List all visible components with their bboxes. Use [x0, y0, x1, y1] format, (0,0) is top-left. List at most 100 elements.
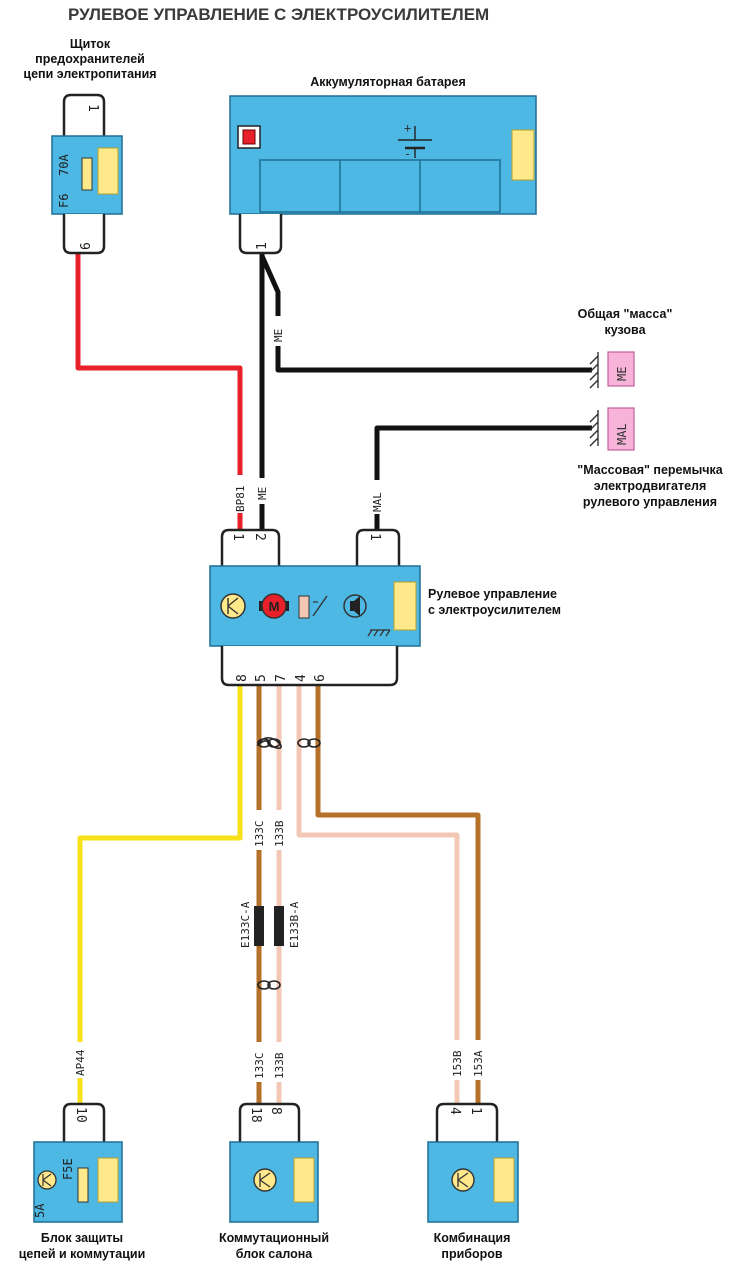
eps-pin-bottom-7: 7 [274, 674, 289, 682]
fuse-panel-pin-6: 6 [79, 242, 94, 250]
svg-text:MAL: MAL [371, 492, 384, 512]
cluster-pin-4: 4 [447, 1107, 462, 1115]
fuse-f6-rating: 70A [57, 154, 71, 176]
battery-tab [511, 129, 535, 181]
fuse-f5e-label: F5E [61, 1158, 75, 1180]
fuse-panel-pin-1: 1 [85, 104, 100, 112]
ground-body-code: ME [615, 367, 629, 381]
battery-plus: + [404, 121, 411, 135]
fuse-f6 [81, 157, 93, 191]
fuse-panel-caption-2: предохранителей [35, 52, 145, 66]
label-133b-upper: 133B [272, 810, 286, 850]
fuse-panel-caption-1: Щиток [70, 37, 111, 51]
cabin-pin-18: 18 [248, 1107, 263, 1123]
fuse-f5e [77, 1167, 89, 1203]
battery-box [229, 95, 537, 215]
protection-connector [62, 1102, 106, 1142]
battery-minus: - [404, 147, 411, 161]
label-e133b: E133B-A [287, 880, 301, 950]
label-ap44: AP44 [73, 1042, 87, 1078]
splice-e133c [254, 906, 264, 946]
ground-body-pad [607, 351, 635, 387]
label-bp81: BP81 [233, 475, 247, 513]
fuse-panel-tab [97, 147, 119, 195]
eps-relay-icon [220, 593, 246, 619]
svg-text:ME: ME [256, 487, 269, 500]
cluster-connector [435, 1102, 499, 1142]
cabin-caption-2: блок салона [236, 1247, 314, 1261]
protection-caption-1: Блок защиты [41, 1231, 123, 1245]
eps-pin-bottom-4: 4 [294, 674, 309, 682]
ground-motor-caption-1: "Массовая" перемычка [577, 463, 724, 477]
label-me-lower: ME [255, 478, 269, 504]
svg-text:153A: 153A [472, 1050, 485, 1077]
eps-connector-bottom [220, 646, 399, 687]
eps-pin-top-1: 1 [230, 533, 245, 541]
fuse-f6-label: F6 [57, 194, 71, 208]
ground-motor-icon [589, 410, 599, 447]
battery-pin-1: 1 [255, 242, 270, 250]
ground-motor-pad [607, 407, 635, 451]
eps-pin-bottom-5: 5 [254, 674, 269, 682]
eps-connector-top-left [220, 528, 281, 566]
eps-pin-bottom-6: 6 [313, 674, 328, 682]
protection-block-tab [97, 1157, 119, 1203]
cluster-pin-1: 1 [468, 1107, 483, 1115]
fuse-panel-connector-top [62, 93, 106, 136]
wire-153b [296, 684, 460, 1110]
ground-motor-caption-2: электродвигателя [594, 479, 707, 493]
svg-text:133C: 133C [253, 821, 266, 848]
cabin-caption-1: Коммутационный [219, 1231, 329, 1245]
label-e133c: E133C-A [238, 880, 252, 950]
ground-body-caption-2: кузова [604, 323, 646, 337]
wire-mal [374, 425, 592, 532]
ground-body-icon [589, 352, 599, 389]
label-153b: 153B [450, 1040, 464, 1080]
eps-ground-icon [367, 629, 391, 637]
ground-body-caption-1: Общая "масса" [578, 307, 673, 321]
eps-speaker-icon [343, 594, 367, 618]
label-133b-lower: 133B [272, 1042, 286, 1082]
battery-connector [238, 214, 283, 255]
svg-text:AP44: AP44 [74, 1049, 87, 1076]
svg-text:BP81: BP81 [234, 486, 247, 513]
splice-e133b [274, 906, 284, 946]
label-133c-lower: 133C [252, 1042, 266, 1082]
svg-text:M: M [269, 599, 280, 614]
cluster-relay-icon [451, 1168, 475, 1192]
eps-pin-bottom-8: 8 [235, 674, 250, 682]
label-me-upper: ME [271, 316, 285, 346]
label-133c-upper: 133C [252, 810, 266, 850]
eps-caption-1: Рулевое управление [428, 587, 557, 601]
fuse-f5e-rating: 5A [33, 1203, 47, 1218]
svg-text:E133B-A: E133B-A [288, 901, 301, 948]
cluster-caption-1: Комбинация [434, 1231, 511, 1245]
cluster-tab [493, 1157, 515, 1203]
twist-symbol-upper [256, 736, 321, 750]
label-mal: MAL [370, 480, 384, 514]
ground-motor-code: MAL [615, 423, 629, 445]
svg-text:133C: 133C [253, 1053, 266, 1080]
eps-sensor-icon [298, 595, 328, 619]
eps-pin-top-2: 2 [252, 533, 267, 541]
eps-motor-icon: M [259, 593, 289, 619]
battery-caption: Аккумуляторная батарея [310, 75, 466, 89]
svg-text:E133C-A: E133C-A [239, 901, 252, 948]
battery-symbol-icon [398, 126, 432, 158]
cabin-connector [238, 1102, 301, 1142]
wire-me-to-ground [259, 254, 592, 373]
svg-text:133B: 133B [273, 820, 286, 847]
protection-relay-icon [37, 1170, 57, 1190]
svg-text:153B: 153B [451, 1050, 464, 1077]
cabin-pin-8: 8 [268, 1107, 283, 1115]
wire-bp81 [75, 248, 243, 532]
battery-cells [259, 159, 501, 213]
wire-ap44 [77, 684, 243, 1108]
eps-pin-top-right-1: 1 [367, 533, 382, 541]
label-153a: 153A [471, 1040, 485, 1080]
eps-unit-tab [393, 581, 417, 631]
wire-153a [315, 684, 481, 1110]
protection-caption-2: цепей и коммутации [19, 1247, 146, 1261]
ground-motor-caption-3: рулевого управления [583, 495, 717, 509]
eps-caption-2: с электроусилителем [428, 603, 561, 617]
